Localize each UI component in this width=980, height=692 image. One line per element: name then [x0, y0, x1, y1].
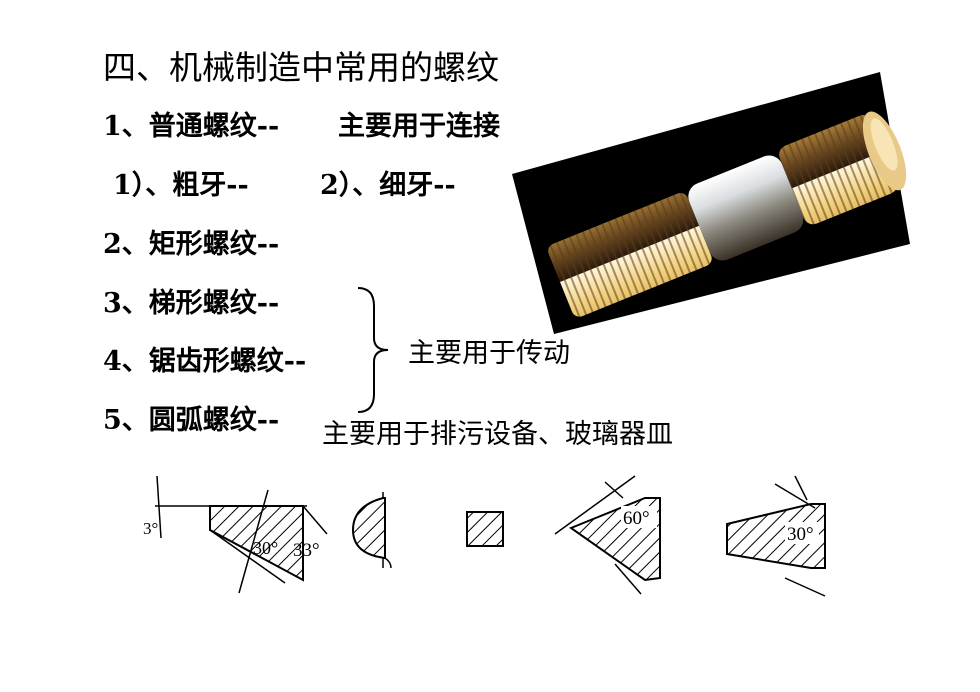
brace-icon	[357, 287, 389, 413]
square-profile	[466, 511, 504, 547]
brace-note: 主要用于传动	[408, 338, 570, 369]
item-1-sub-coarse: 1）、粗牙--	[113, 170, 249, 201]
triangle-60-angle: 60°	[623, 508, 650, 529]
item-1: 1、普通螺纹--	[103, 110, 279, 144]
buttress-small-angle: 3°	[143, 519, 158, 538]
item-4: 4、锯齿形螺纹--	[103, 346, 307, 377]
buttress-profile: 3° 30° 33°	[143, 475, 328, 594]
page-title: 四、机械制造中常用的螺纹	[103, 48, 499, 87]
trapezoid-profile: 30°	[726, 475, 826, 597]
triangle-profile: 60°	[554, 475, 661, 595]
item-5-note: 主要用于排污设备、玻璃器皿	[322, 419, 673, 450]
round-profile	[351, 492, 392, 569]
threaded-stud-photo	[512, 72, 910, 334]
item-3: 3、梯形螺纹--	[103, 288, 280, 319]
thread-profiles-diagram: 3° 30° 33° 60° 30°	[143, 475, 826, 597]
item-5: 5、圆弧螺纹--	[103, 405, 280, 436]
item-2: 2、矩形螺纹--	[103, 229, 280, 260]
buttress-33-angle: 33°	[293, 540, 320, 561]
item-1-sub-fine: 2）、细牙--	[320, 170, 456, 201]
trapezoid-30-angle: 30°	[787, 524, 814, 545]
item-1-label: 1、普通螺纹--	[103, 111, 280, 142]
item-1-note: 主要用于连接	[338, 111, 500, 142]
buttress-30-angle: 30°	[253, 538, 278, 558]
